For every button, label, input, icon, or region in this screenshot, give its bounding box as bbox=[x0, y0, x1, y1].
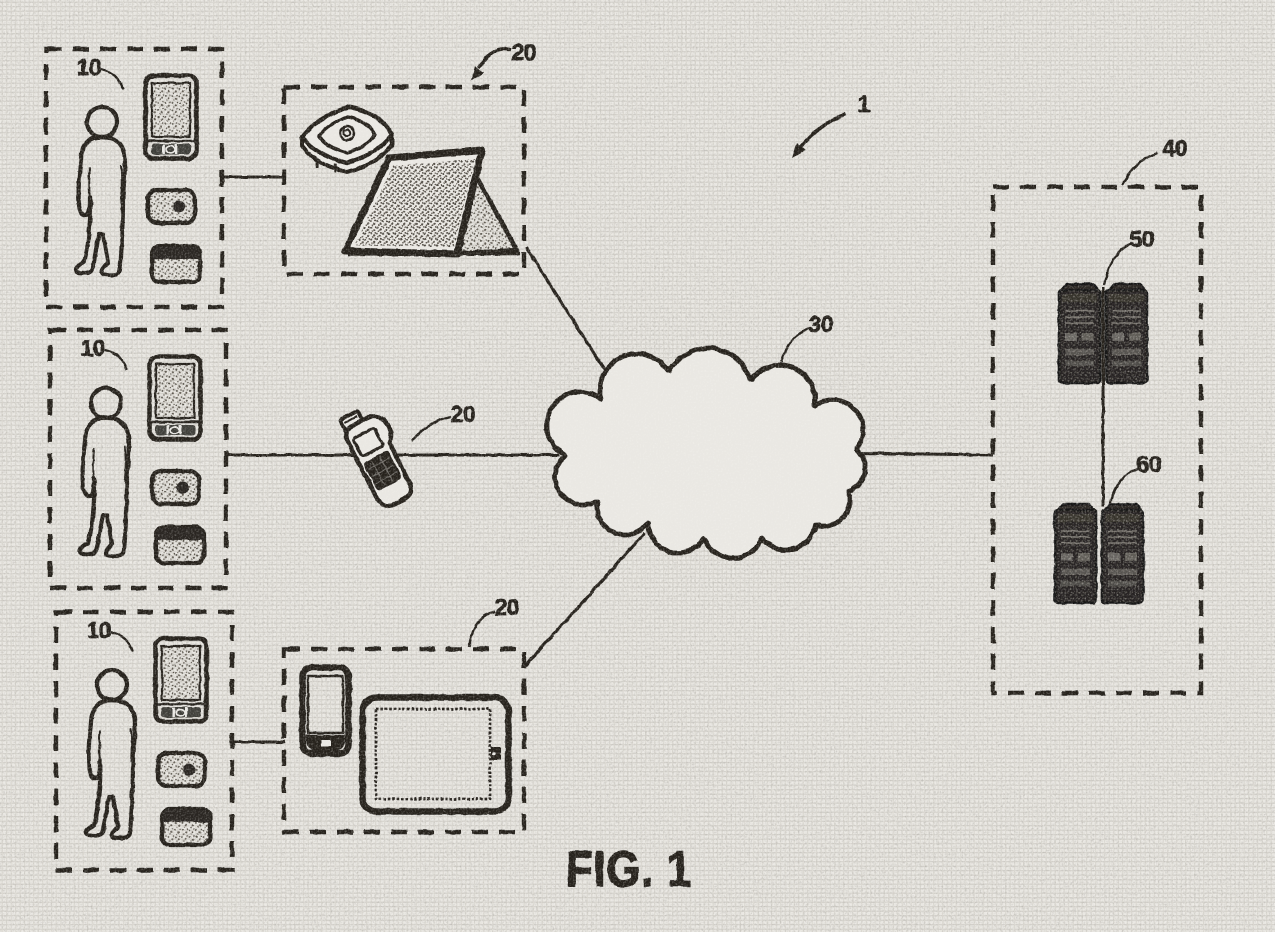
scan-noise-overlay bbox=[0, 0, 1275, 932]
patent-figure-1: 10 10 10 20 20 bbox=[0, 0, 1275, 932]
scanned-patent-page: 10 10 10 20 20 bbox=[0, 0, 1275, 932]
